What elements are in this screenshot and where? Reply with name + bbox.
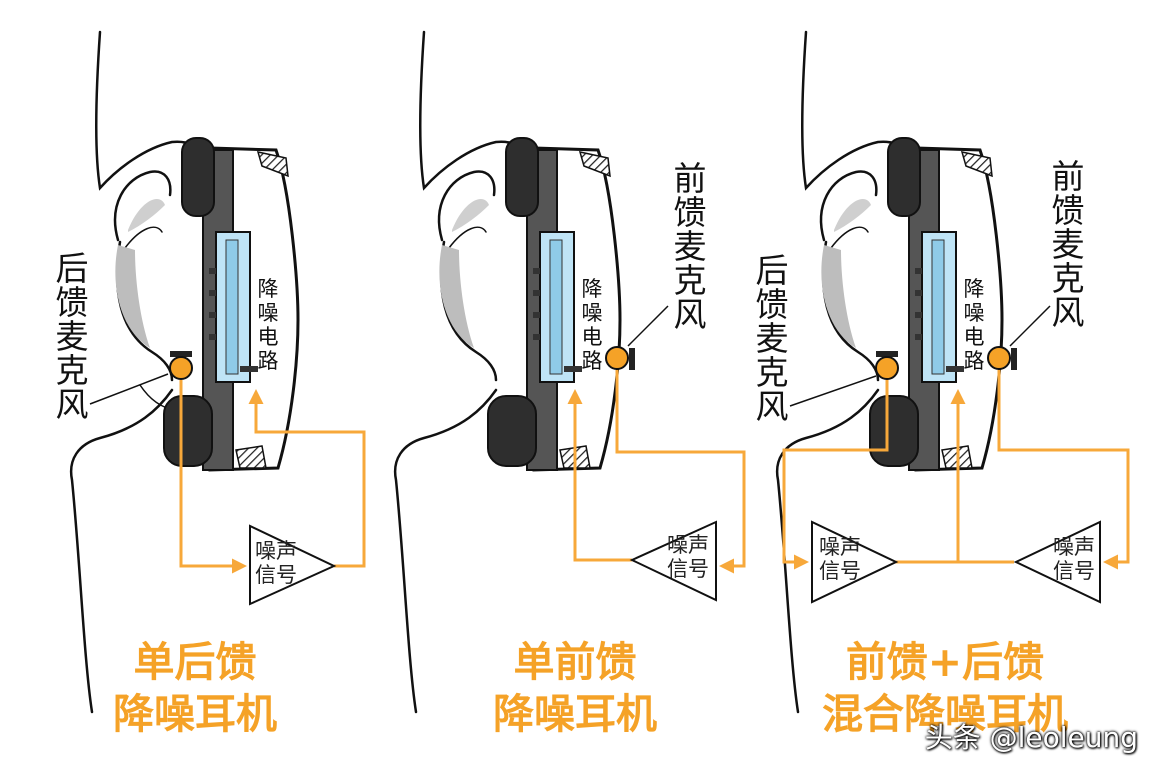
circuit-label-char-1: 降 (582, 277, 603, 301)
noise-processor: 噪声 信号 (632, 522, 716, 600)
feedforward-mic-leader (628, 306, 668, 346)
circuit-label: 降 噪 电 路 (258, 277, 279, 373)
hatch-bottom (236, 446, 266, 468)
circuit-label: 降 噪 电 路 (964, 277, 985, 373)
feedforward-mic-label: 前 馈 麦 克 风 (1052, 157, 1085, 332)
circuit-pin (564, 366, 582, 372)
feedback-mic-label: 后 馈 麦 克 风 (756, 251, 789, 426)
caption-panel-1: 单后馈 降噪耳机 (70, 636, 320, 740)
feedforward-mic-char-5: 风 (674, 295, 707, 334)
noise-processor-right-line2: 信号 (1053, 559, 1095, 583)
ear-cushion-bottom (488, 396, 536, 466)
watermark: 头条 @leoleung (925, 716, 1138, 756)
feedforward-mic-char-5: 风 (1052, 293, 1085, 332)
feedback-mic-icon (876, 351, 898, 379)
noise-processor-line1: 噪声 (667, 533, 709, 557)
feedback-mic-char-5: 风 (56, 385, 89, 424)
ear-outline (395, 32, 516, 712)
caption-panel-2-line1: 单前馈 (450, 636, 700, 688)
noise-processor-left-line1: 噪声 (819, 535, 861, 559)
ear-cushion-bottom (164, 396, 212, 466)
circuit-label-char-2: 噪 (258, 301, 279, 325)
ear-cushion-top (506, 138, 538, 216)
noise-processor: 噪声 信号 (250, 526, 334, 604)
circuit-label-char-4: 路 (258, 349, 279, 373)
feedback-mic-leader (90, 374, 168, 404)
feedforward-mic-leader (1010, 306, 1050, 346)
caption-panel-2: 单前馈 降噪耳机 (450, 636, 700, 740)
circuit-label-char-4: 路 (964, 349, 985, 373)
ear-cushion-top (182, 138, 214, 216)
ear-shading (452, 199, 489, 232)
circuit-pin (946, 366, 964, 372)
circuit-label-char-1: 降 (964, 277, 985, 301)
circuit-label-char-1: 降 (258, 277, 279, 301)
panel-1-feedback: 降 噪 电 路 后 馈 麦 克 风 噪声 信号 (56, 32, 365, 712)
speaker-driver-core (226, 240, 238, 374)
noise-processor-right: 噪声 信号 (1016, 522, 1100, 602)
feedback-mic-char-5: 风 (756, 387, 789, 426)
panel-2-feedforward: 降 噪 电 路 前 馈 麦 克 风 噪声 信号 (395, 32, 744, 712)
circuit-label-char-2: 噪 (964, 301, 985, 325)
feedback-mic-icon (170, 351, 192, 379)
caption-panel-3-line1: 前馈+后馈 (800, 636, 1090, 688)
noise-processor-right-line1: 噪声 (1053, 535, 1095, 559)
ear-cushion-bottom (870, 396, 918, 466)
circuit-label-char-4: 路 (582, 349, 603, 373)
caption-panel-1-line2: 降噪耳机 (70, 688, 320, 740)
feedback-mic-leader (790, 376, 876, 406)
ear-cushion-top (888, 138, 920, 216)
circuit-label-char-2: 噪 (582, 301, 603, 325)
feedforward-mic-label: 前 馈 麦 克 风 (674, 159, 707, 334)
speaker-driver-core (550, 240, 562, 374)
speaker-driver-core (932, 240, 944, 374)
noise-processor-line1: 噪声 (255, 539, 297, 563)
feedforward-mic-icon (988, 347, 1017, 370)
caption-panel-2-line2: 降噪耳机 (450, 688, 700, 740)
circuit-label-char-3: 电 (258, 325, 279, 349)
circuit-label: 降 噪 电 路 (582, 277, 603, 373)
panel-3-hybrid: 降 噪 电 路 后 馈 麦 克 风 前 馈 麦 克 风 (756, 32, 1129, 712)
circuit-label-char-3: 电 (964, 325, 985, 349)
noise-processor-line2: 信号 (667, 557, 709, 581)
noise-processor-left-line2: 信号 (819, 559, 861, 583)
circuit-label-char-3: 电 (582, 325, 603, 349)
ear-shading (128, 199, 165, 232)
ear-shading (834, 199, 871, 232)
feedback-mic-label: 后 馈 麦 克 风 (56, 249, 89, 424)
noise-processor-line2: 信号 (255, 563, 297, 587)
caption-panel-1-line1: 单后馈 (70, 636, 320, 688)
noise-processor-left: 噪声 信号 (812, 522, 896, 602)
feedforward-mic-icon (606, 347, 635, 370)
circuit-pin (240, 366, 258, 372)
